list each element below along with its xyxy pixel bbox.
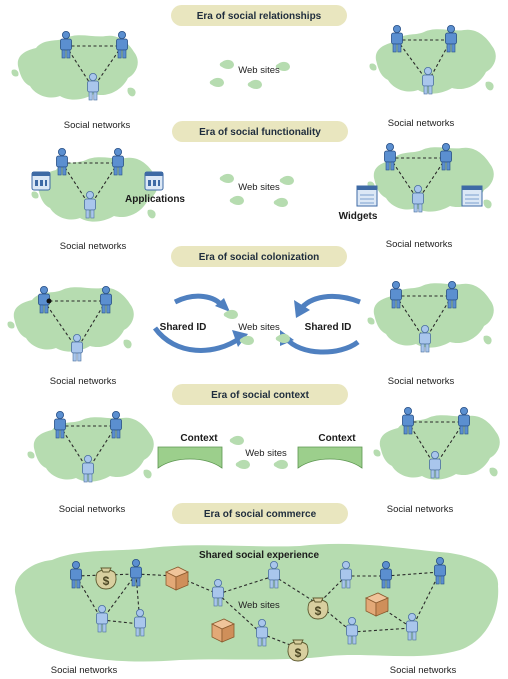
web-site-blob	[273, 197, 288, 208]
applications-label: Applications	[125, 194, 185, 205]
web-sites-label: Web sites	[238, 65, 280, 76]
era-title-badge	[172, 121, 348, 142]
package-box-icon	[365, 592, 389, 617]
web-site-blob	[229, 195, 244, 206]
era-title: Era of social colonization	[199, 252, 320, 263]
left-network-map	[31, 157, 158, 222]
social-networks-label: Social networks	[51, 665, 118, 676]
era-title: Era of social commerce	[204, 509, 317, 520]
money-bag-icon	[95, 567, 117, 590]
person-icon	[87, 73, 99, 101]
era-title: Era of social functionality	[199, 127, 321, 138]
web-site-blob	[219, 173, 234, 184]
era-commerce-section: Era of social commerce	[14, 503, 499, 676]
context-label: Context	[318, 433, 356, 444]
application-icon	[144, 171, 164, 191]
web-sites-label: Web sites	[245, 448, 287, 459]
era-title: Era of social relationships	[197, 11, 322, 22]
context-bridge	[297, 446, 363, 469]
era-title-badge	[171, 5, 347, 26]
era-title-badge	[172, 503, 348, 524]
shared-id-arrow	[173, 293, 225, 308]
web-site-blob	[229, 435, 244, 446]
web-sites-label: Web sites	[238, 322, 280, 333]
shared-id-arrow	[297, 294, 361, 312]
person-icon	[71, 333, 83, 362]
social-networks-label: Social networks	[388, 376, 455, 387]
web-site-blob	[219, 59, 234, 70]
web-sites-label: Web sites	[238, 182, 280, 193]
money-bag-icon	[307, 597, 329, 620]
widgets-label: Widgets	[339, 211, 378, 222]
web-site-blob	[223, 309, 238, 320]
social-networks-label: Social networks	[60, 241, 127, 252]
package-box-icon	[211, 618, 235, 643]
context-label: Context	[180, 433, 218, 444]
era-title-badge	[172, 384, 348, 405]
web-site-blob	[273, 459, 288, 470]
web-site-blob	[209, 77, 224, 88]
left-network-map	[7, 287, 134, 352]
era-context-section: Era of social context Context Context We…	[27, 384, 500, 515]
context-bridge	[157, 446, 223, 469]
shared-id-arrow	[152, 326, 242, 353]
person-icon	[419, 324, 431, 353]
era-relationships-section: Era of social relationships Web sites So…	[11, 5, 496, 131]
package-box-icon	[165, 566, 189, 591]
era-title: Era of social context	[211, 390, 309, 401]
social-networks-label: Social networks	[59, 504, 126, 515]
era-functionality-section: Era of social functionality Applications…	[31, 121, 494, 252]
social-networks-label: Social networks	[390, 665, 457, 676]
web-sites-label: Web sites	[238, 600, 280, 611]
money-bag-icon	[287, 639, 309, 662]
widget-icon	[356, 185, 378, 207]
social-networks-label: Social networks	[387, 504, 454, 515]
shared-id-label: Shared ID	[305, 322, 352, 333]
web-site-blob	[235, 459, 250, 470]
web-site-blob	[279, 175, 294, 186]
social-networks-label: Social networks	[50, 376, 117, 387]
web-site-blob	[247, 79, 262, 90]
web-site-blob	[275, 333, 290, 344]
social-networks-label: Social networks	[64, 120, 131, 131]
widget-icon	[461, 185, 483, 207]
shared-social-experience-label: Shared social experience	[199, 550, 320, 561]
shared-id-arrow	[284, 336, 360, 355]
era-colonization-section: Era of social colonization Shared ID Web…	[7, 246, 494, 387]
social-networks-label: Social networks	[386, 239, 453, 250]
shared-id-label: Shared ID	[160, 322, 207, 333]
social-networks-label: Social networks	[388, 118, 455, 129]
era-title-badge	[171, 246, 347, 267]
application-icon	[31, 171, 51, 191]
